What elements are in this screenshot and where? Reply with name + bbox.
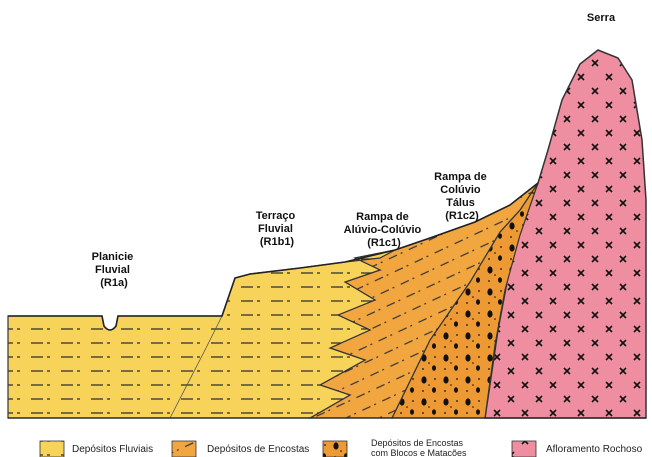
legend-swatch-encosta: [172, 441, 196, 457]
label-rampa-aluvio-l1: Rampa de: [356, 211, 409, 223]
label-planicie-l3: (R1a): [100, 277, 128, 289]
label-serra: Serra: [587, 12, 616, 24]
label-terraco-l3: (R1b1): [260, 236, 295, 248]
legend-label-encosta: Depósitos de Encostas: [207, 444, 309, 455]
label-rampa-coluvio-l3: Tálus: [446, 197, 475, 209]
label-rampa-coluvio: Rampa de Colúvio Tálus (R1c2): [434, 171, 490, 222]
legend-swatch-fluvial: [40, 441, 64, 457]
label-planicie-l1: Planicie: [92, 251, 134, 263]
label-rampa-coluvio-l2: Colúvio: [440, 184, 481, 196]
legend-swatch-rocha: [512, 441, 536, 457]
legend-label-blocos-l1: Depósitos de Encostas: [371, 438, 464, 448]
label-rampa-coluvio-l4: (R1c2): [445, 210, 479, 222]
legend-label-blocos: Depósitos de Encostas com Blocos e Matac…: [371, 438, 467, 457]
fluvial-deposits: [8, 250, 395, 418]
label-rampa-aluvio-l3: (R1c1): [367, 237, 401, 249]
legend-label-blocos-l2: com Blocos e Matacões: [371, 448, 467, 457]
legend-label-fluvial: Depósitos Fluviais: [72, 444, 153, 455]
label-rampa-aluvio-l2: Alúvio-Colúvio: [344, 224, 422, 236]
legend-swatch-blocos: [323, 441, 347, 457]
label-planicie: Planicie Fluvial (R1a): [92, 251, 137, 289]
label-terraco: Terraço Fluvial (R1b1): [256, 210, 299, 248]
legend: Depósitos Fluviais Depósitos de Encostas…: [40, 438, 643, 457]
label-rampa-coluvio-l1: Rampa de: [434, 171, 487, 183]
label-planicie-l2: Fluvial: [95, 264, 130, 276]
label-terraco-l1: Terraço: [256, 210, 296, 222]
label-terraco-l2: Fluvial: [258, 223, 293, 235]
legend-label-rocha: Afloramento Rochoso: [546, 444, 643, 455]
